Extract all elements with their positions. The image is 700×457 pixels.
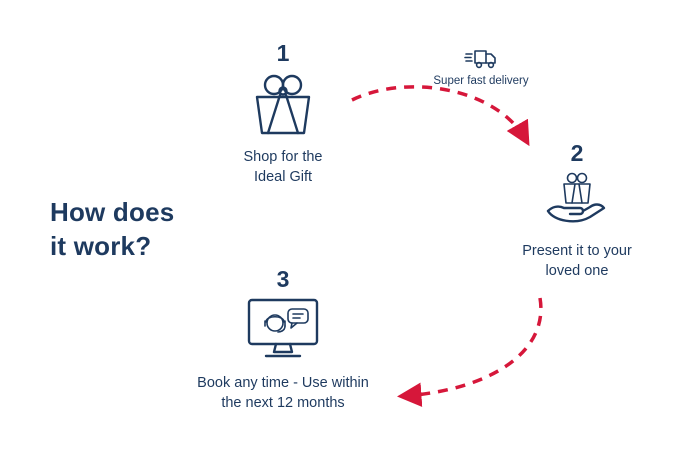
step-3-number: 3 xyxy=(276,266,290,292)
gift-box-icon xyxy=(193,71,373,137)
step-2-label: Present it to your loved one xyxy=(522,243,632,280)
arrow-step1-to-step2 xyxy=(351,85,530,147)
delivery-truck-icon xyxy=(416,48,546,70)
step-2: 2 Present it to your loved one xyxy=(492,140,662,282)
hand-gift-icon xyxy=(492,171,662,231)
step-3: 3 Book any time - Use within the next 12… xyxy=(173,266,393,414)
arrow-step2-to-step3 xyxy=(397,297,543,407)
step-1-number: 1 xyxy=(276,40,290,66)
page-title: How does it work? xyxy=(50,197,175,261)
step-3-label: Book any time - Use within the next 12 m… xyxy=(197,375,369,412)
support-monitor-icon xyxy=(173,297,393,363)
step-2-number: 2 xyxy=(570,140,584,166)
step-1: 1 Shop for the Ideal Gift xyxy=(193,40,373,188)
step-1-label: Shop for the Ideal Gift xyxy=(243,149,323,186)
delivery-label: Super fast delivery xyxy=(433,75,529,87)
delivery-note: Super fast delivery xyxy=(416,48,546,87)
